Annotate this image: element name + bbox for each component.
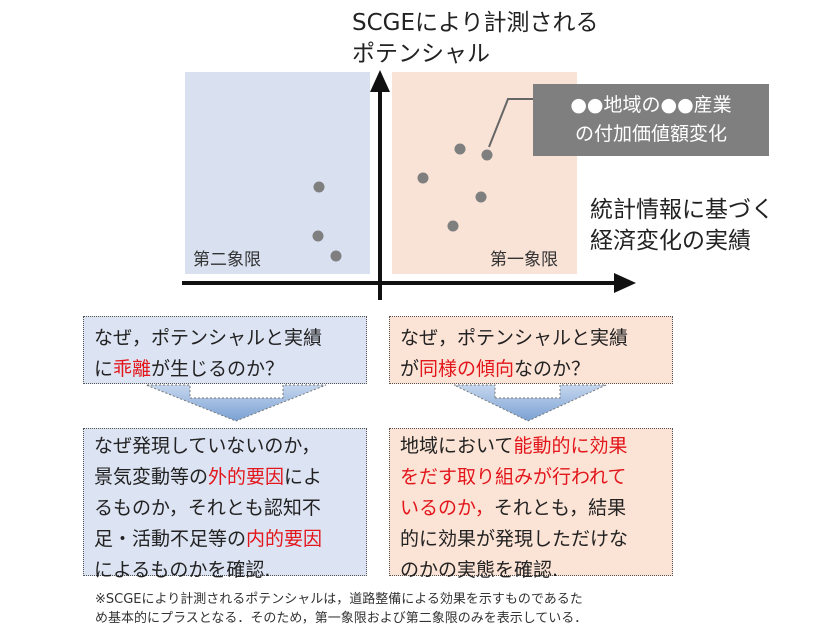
left-answer-text-3: によるものかを確認.: [94, 559, 271, 581]
quadrant-2-area: 第二象限: [185, 72, 370, 274]
left-answer-box: なぜ発現していないのか， 景気変動等の外的要因によ るものか，それとも認知不 足…: [83, 428, 367, 581]
left-question-text-1: なぜ，ポテンシャルと実績 に: [94, 327, 323, 380]
data-point-q2: [313, 181, 325, 193]
right-answer-highlight: 能動的に効果 をだす取り組みが行われて いるのか，: [400, 435, 628, 519]
data-point-q1: [417, 172, 429, 184]
left-answer-highlight-1: 外的要因: [208, 466, 285, 488]
data-point-q1: [454, 143, 466, 155]
quadrant-2-label: 第二象限: [193, 250, 261, 270]
right-question-text-1: なぜ，ポテンシャルと実績 が: [400, 327, 629, 380]
callout-text: ●●地域の●●産業 の付加価値額変化: [570, 94, 732, 145]
y-axis-title: SCGEにより計測される ポテンシャル: [352, 10, 599, 67]
x-axis-arrowhead: [614, 273, 636, 293]
left-answer-highlight-2: 内的要因: [246, 528, 323, 550]
data-point-q1: [447, 220, 459, 232]
right-question-box: なぜ，ポテンシャルと実績 が同様の傾向なのか？: [389, 316, 673, 384]
down-arrow-right: [453, 384, 607, 422]
callout-connector: [488, 98, 533, 148]
left-question-highlight: 乖離: [113, 358, 152, 380]
left-answer-text-2: によ るものか，それとも認知不 足・活動不足等の: [94, 466, 323, 550]
right-answer-box: 地域において能動的に効果 をだす取り組みが行われて いるのか，それとも，結果 的…: [389, 428, 673, 581]
right-question-highlight: 同様の傾向: [419, 358, 515, 380]
right-answer-text-1: 地域において: [400, 435, 514, 457]
data-point-q2: [330, 250, 342, 262]
right-answer-text-2: それとも，結果 的に効果が発現しただけな のかの実態を確認.: [400, 497, 629, 581]
data-point-q1: [475, 191, 487, 203]
down-arrow-left: [145, 384, 327, 422]
quadrant-1-label: 第一象限: [490, 250, 558, 270]
data-point-q2: [312, 230, 324, 242]
x-axis-title: 統計情報に基づく 経済変化の実績: [590, 197, 774, 254]
data-point-q1-highlighted: [481, 149, 493, 161]
footnote: ※SCGEにより計測されるポテンシャルは，道路整備による効果を示すものであるた …: [95, 592, 588, 626]
right-question-text-2: なのか？: [514, 358, 591, 380]
callout-box: ●●地域の●●産業 の付加価値額変化: [533, 84, 769, 156]
left-answer-text-1: なぜ発現していないのか， 景気変動等の: [94, 435, 321, 488]
y-axis-arrowhead: [370, 70, 390, 92]
left-question-text-2: が生じるのか？: [151, 358, 285, 380]
left-question-box: なぜ，ポテンシャルと実績 に乖離が生じるのか？: [83, 316, 367, 384]
